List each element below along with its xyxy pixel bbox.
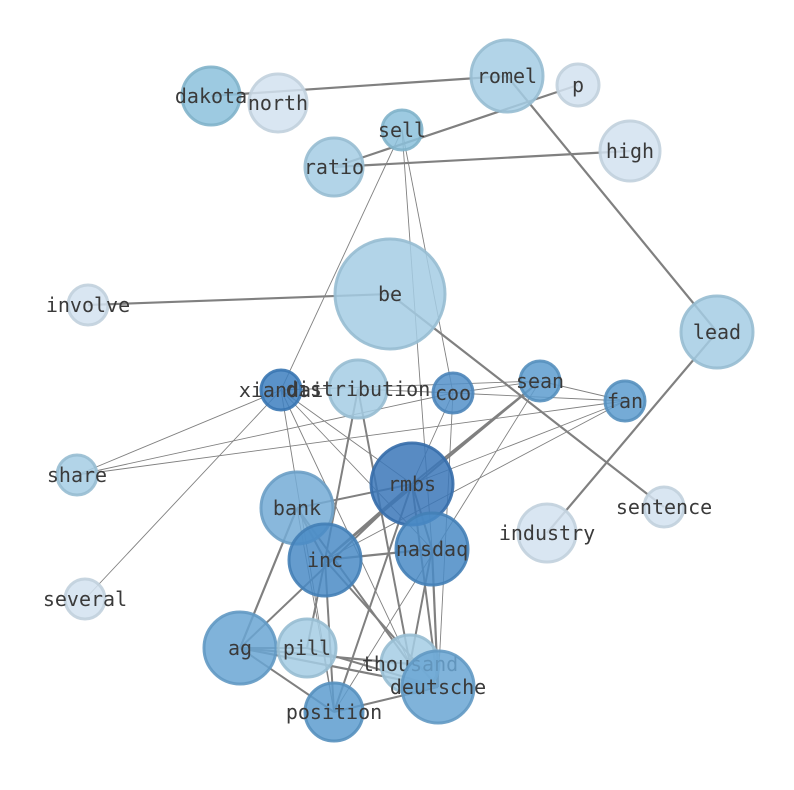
node-circle-fan[interactable] — [603, 379, 647, 423]
node-pill[interactable]: pill — [276, 617, 338, 679]
node-label-p: p — [572, 73, 584, 97]
node-circle-several[interactable] — [63, 577, 107, 621]
node-circle-be[interactable] — [333, 237, 447, 351]
node-label-industry: industry — [499, 521, 595, 545]
node-lead[interactable]: lead — [679, 294, 755, 370]
node-share[interactable]: share — [47, 453, 107, 497]
node-nasdaq[interactable]: nasdaq — [394, 511, 470, 587]
node-circle-high[interactable] — [598, 119, 662, 183]
node-circle-sell[interactable] — [380, 108, 424, 152]
node-label-inc: inc — [307, 548, 343, 572]
node-label-fan: fan — [607, 389, 643, 413]
edge-distribution-thousand — [357, 388, 411, 665]
node-label-dakota: dakota — [175, 84, 247, 108]
node-label-xiandai: xiandai — [239, 378, 323, 402]
node-label-involve: involve — [46, 293, 130, 317]
node-label-sean: sean — [516, 369, 564, 393]
node-label-share: share — [47, 463, 107, 487]
node-involve[interactable]: involve — [46, 283, 130, 327]
node-coo[interactable]: coo — [431, 371, 475, 415]
node-label-several: several — [43, 587, 127, 611]
node-dakota[interactable]: dakota — [175, 65, 247, 127]
node-circle-inc[interactable] — [287, 522, 363, 598]
node-circle-share[interactable] — [55, 453, 99, 497]
node-label-north: north — [248, 91, 308, 115]
node-distribution[interactable]: distribution — [286, 358, 431, 420]
edge-p-ratio — [333, 83, 579, 169]
node-fan[interactable]: fan — [603, 379, 647, 423]
node-circle-coo[interactable] — [431, 371, 475, 415]
edge-lead-industry — [546, 331, 718, 534]
node-label-romel: romel — [477, 64, 537, 88]
node-label-sell: sell — [378, 118, 426, 142]
edge-fan-inc — [324, 400, 626, 561]
node-deutsche[interactable]: deutsche — [390, 649, 486, 725]
node-circle-nasdaq[interactable] — [394, 511, 470, 587]
node-rmbs[interactable]: rmbs — [369, 441, 455, 527]
node-circle-dakota[interactable] — [180, 65, 242, 127]
node-label-sentence: sentence — [616, 495, 712, 519]
node-high[interactable]: high — [598, 119, 662, 183]
node-circle-distribution[interactable] — [327, 358, 389, 420]
node-circle-position[interactable] — [303, 681, 365, 743]
node-ratio[interactable]: ratio — [303, 136, 365, 198]
node-label-be: be — [378, 282, 402, 306]
edge-fan-share — [76, 400, 626, 476]
node-circle-xiandai[interactable] — [259, 368, 303, 412]
node-label-ratio: ratio — [304, 155, 364, 179]
node-label-lead: lead — [693, 320, 741, 344]
node-several[interactable]: several — [43, 577, 127, 621]
node-circle-sentence[interactable] — [642, 485, 686, 529]
edge-sean-xiandai — [280, 380, 541, 391]
node-circle-involve[interactable] — [66, 283, 110, 327]
node-label-rmbs: rmbs — [388, 472, 436, 496]
node-circle-romel[interactable] — [469, 38, 545, 114]
edge-coo-share — [76, 392, 454, 476]
node-circle-deutsche[interactable] — [400, 649, 476, 725]
node-circle-lead[interactable] — [679, 294, 755, 370]
node-romel[interactable]: romel — [469, 38, 545, 114]
node-circle-sean[interactable] — [518, 359, 562, 403]
node-north[interactable]: north — [247, 72, 309, 134]
node-circle-ag[interactable] — [202, 610, 278, 686]
node-circle-north[interactable] — [247, 72, 309, 134]
node-label-coo: coo — [435, 381, 471, 405]
node-circle-ratio[interactable] — [303, 136, 365, 198]
edge-sell-xiandai — [280, 129, 403, 391]
node-label-nasdaq: nasdaq — [396, 537, 468, 561]
node-label-ag: ag — [228, 636, 252, 660]
node-inc[interactable]: inc — [287, 522, 363, 598]
node-be[interactable]: be — [333, 237, 447, 351]
node-industry[interactable]: industry — [499, 502, 595, 564]
node-label-distribution: distribution — [286, 377, 431, 401]
node-sean[interactable]: sean — [516, 359, 564, 403]
node-label-deutsche: deutsche — [390, 675, 486, 699]
node-sentence[interactable]: sentence — [616, 485, 712, 529]
node-label-position: position — [286, 700, 382, 724]
edge-be-sentence — [389, 293, 665, 508]
node-sell[interactable]: sell — [378, 108, 426, 152]
edge-xiandai-share — [76, 389, 282, 476]
node-label-high: high — [606, 139, 654, 163]
node-circle-industry[interactable] — [516, 502, 578, 564]
node-xiandai[interactable]: xiandai — [239, 368, 323, 412]
node-p[interactable]: p — [555, 62, 601, 108]
edge-ratio-high — [333, 149, 631, 169]
node-ag[interactable]: ag — [202, 610, 278, 686]
node-circle-p[interactable] — [555, 62, 601, 108]
edge-romel-lead — [506, 75, 718, 333]
node-position[interactable]: position — [286, 681, 382, 743]
edge-xiandai-several — [84, 389, 282, 600]
node-label-bank: bank — [273, 496, 321, 520]
edge-xiandai-thousand — [280, 389, 411, 665]
node-label-pill: pill — [283, 636, 331, 660]
node-circle-pill[interactable] — [276, 617, 338, 679]
